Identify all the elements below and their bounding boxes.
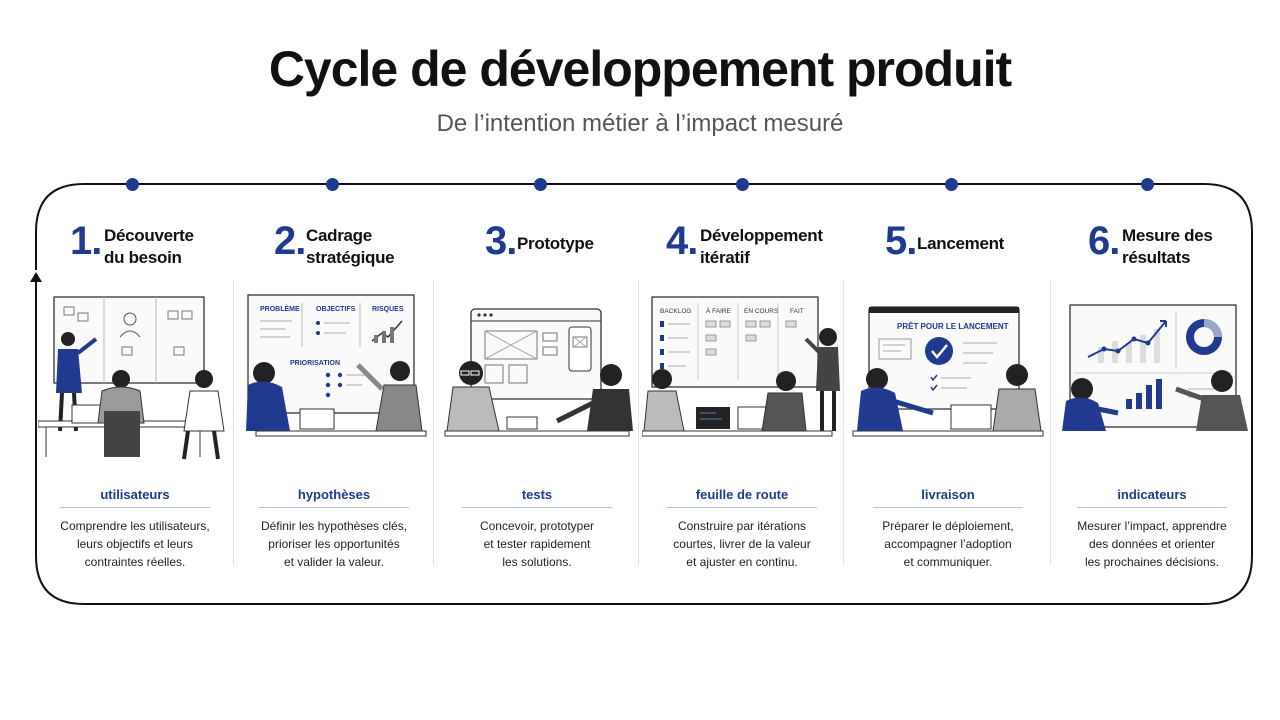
stage-title: Développement itératif: [700, 226, 823, 267]
stage-launch: 5. Lancement PRÊT POUR LE LANCEMENT livr…: [847, 215, 1049, 575]
stage-description: Définir les hypothèses clés, prioriser l…: [260, 519, 408, 569]
stage-measure: 6. Mesure des résultats indicateurs Mesu…: [1054, 215, 1250, 575]
keyword-underline: [1077, 507, 1227, 508]
strategy-board-illustration: PROBLÈME OBJECTIFS RISQUES PRIORISATION: [246, 294, 427, 437]
stage-description: Comprendre les utilisateurs, leurs objec…: [60, 519, 210, 569]
timeline-dot-6: [1140, 178, 1154, 191]
stage-strategy: 2. Cadrage stratégique PROBLÈME OBJECTIF…: [236, 215, 432, 575]
stage-keyword: hypothèses: [297, 487, 371, 502]
kanban-label-in-progress: EN COURS: [744, 308, 779, 315]
stage-header: 6. Mesure des résultats: [1054, 215, 1250, 279]
page-title: Cycle de développement produit: [268, 41, 1012, 97]
board-label-objectives: OBJECTIFS: [316, 306, 356, 313]
stage-discovery: 1. Découverte du besoin utilisateurs Com…: [38, 215, 232, 575]
prototype-wireframe-illustration: [444, 308, 633, 437]
stage-keyword: tests: [521, 487, 553, 502]
keyword-underline: [667, 507, 817, 508]
stage-number: 6.: [1088, 219, 1120, 263]
stage-number: 3.: [485, 219, 517, 263]
launch-banner-text: PRÊT POUR LE LANCEMENT: [897, 322, 1009, 331]
timeline-dot-2: [325, 178, 339, 191]
stage-number: 5.: [885, 219, 917, 263]
timeline-dot-4: [735, 178, 749, 191]
stage-title: Cadrage stratégique: [306, 226, 395, 267]
stage-keyword: utilisateurs: [100, 487, 170, 502]
kanban-label-backlog: BACKLOG: [660, 308, 691, 315]
board-label-problem: PROBLÈME: [260, 304, 300, 313]
timeline-dot-5: [944, 178, 958, 191]
kanban-board-illustration: BACKLOG À FAIRE EN COURS FAIT: [642, 296, 840, 437]
stage-header: 3. Prototype: [437, 215, 637, 279]
stage-separator: [1050, 280, 1051, 565]
stage-header: 1. Découverte du besoin: [38, 215, 232, 279]
board-label-prioritization: PRIORISATION: [290, 360, 340, 367]
stage-keyword: livraison: [921, 487, 975, 502]
stage-title: Mesure des résultats: [1122, 226, 1213, 267]
timeline-dot-1: [125, 178, 139, 191]
stage-header: 5. Lancement: [847, 215, 1049, 279]
stage-number: 1.: [70, 219, 102, 263]
stage-keyword: feuille de route: [695, 487, 789, 502]
kanban-label-todo: À FAIRE: [706, 306, 732, 315]
stage-header: 2. Cadrage stratégique: [236, 215, 432, 279]
launch-checklist-illustration: PRÊT POUR LE LANCEMENT: [852, 306, 1044, 437]
stage-description: Préparer le déploiement, accompagner l’a…: [882, 519, 1014, 569]
stage-title: Découverte du besoin: [104, 226, 194, 267]
keyword-underline: [259, 507, 409, 508]
stage-title: Lancement: [917, 234, 1005, 253]
board-label-risks: RISQUES: [372, 306, 404, 313]
discovery-workshop-illustration: [38, 296, 225, 460]
stage-number: 2.: [274, 219, 306, 263]
stage-development: 4. Développement itératif BACKLOG À FAIR…: [642, 215, 842, 575]
stage-separator: [638, 280, 639, 565]
stage-description: Concevoir, prototyper et tester rapideme…: [479, 519, 595, 569]
keyword-underline: [462, 507, 612, 508]
stage-header: 4. Développement itératif: [642, 215, 842, 279]
stage-separator: [433, 280, 434, 565]
kanban-label-done: FAIT: [790, 308, 804, 315]
analytics-dashboard-illustration: [1062, 304, 1248, 431]
stage-keyword: indicateurs: [1117, 487, 1187, 502]
timeline-dot-3: [533, 178, 547, 191]
stage-prototype: 3. Prototype tests Concevoir, prototyper…: [437, 215, 637, 575]
stage-number: 4.: [666, 219, 698, 263]
stage-title: Prototype: [517, 234, 594, 253]
stage-description: Mesurer l’impact, apprendre des données …: [1077, 519, 1227, 569]
stage-separator: [843, 280, 844, 565]
page-subtitle: De l’intention métier à l’impact mesuré: [436, 110, 844, 137]
keyword-underline: [873, 507, 1023, 508]
stage-separator: [233, 280, 234, 565]
stage-description: Construire par itérations courtes, livre…: [673, 519, 811, 569]
keyword-underline: [60, 507, 210, 508]
